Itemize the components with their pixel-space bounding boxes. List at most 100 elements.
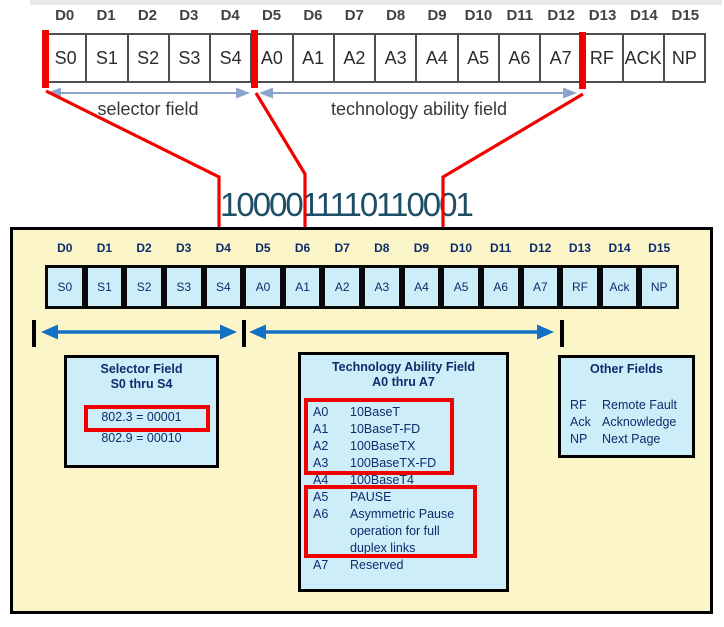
- selector-box-title: Selector Field: [100, 362, 183, 376]
- bit-desc: 100BaseTX-FD: [350, 456, 437, 470]
- register-cell: A1: [291, 33, 335, 83]
- register-cell: NP: [662, 33, 706, 83]
- register-cell: S4: [209, 33, 253, 83]
- register-cell: S1: [84, 265, 125, 309]
- bit-code: RF: [570, 398, 587, 412]
- other-row: NP Next Page: [570, 431, 692, 448]
- bit-label: D13: [568, 241, 591, 255]
- bit-label: D4: [215, 241, 231, 255]
- bit-label: D1: [96, 241, 113, 255]
- bit-code: A4: [313, 473, 329, 487]
- register-cell: A4: [401, 265, 442, 309]
- technology-field-double-arrow: [259, 87, 577, 99]
- bit-label: D5: [261, 7, 282, 24]
- bit-label: D7: [334, 241, 350, 255]
- highlight-rect-a5-a6: [304, 485, 477, 558]
- tech-row: A2 100BaseTX: [313, 438, 503, 455]
- register-cell: A6: [497, 33, 541, 83]
- top-bit-label-row: D0 D1 D2 D3 D4 D5 D6 D7 D8 D9 D10 D11 D1…: [44, 7, 706, 29]
- bit-label: D14: [630, 7, 658, 24]
- bit-desc: 10BaseT: [350, 405, 401, 419]
- bit-label: D13: [588, 7, 617, 24]
- register-cell: A3: [362, 265, 402, 309]
- bit-code: NP: [570, 432, 588, 446]
- register-cell: S0: [45, 265, 85, 309]
- bit-label: D6: [294, 241, 311, 255]
- bit-label: D6: [303, 7, 323, 24]
- register-cell: A7: [520, 265, 561, 309]
- bit-code: A7: [313, 558, 329, 572]
- register-cell: A0: [243, 265, 283, 309]
- bit-desc: Remote Fault: [602, 398, 678, 412]
- register-cell: RF: [580, 33, 624, 83]
- selector-value-8023: 802.3 = 00001: [101, 410, 182, 424]
- bit-label: D11: [490, 241, 512, 255]
- register-cell: S3: [167, 33, 211, 83]
- highlight-rect-a0-a3: [304, 398, 454, 475]
- bit-code: A1: [313, 422, 329, 436]
- bit-label: D9: [427, 7, 447, 24]
- bit-label: D4: [220, 7, 240, 24]
- binary-code-word: 1000011110110001: [220, 186, 474, 223]
- register-cell: A3: [374, 33, 418, 83]
- tech-row: A1 10BaseT-FD: [313, 421, 503, 438]
- tech-box-title: Technology Ability Field: [331, 360, 476, 374]
- register-cell: A4: [415, 33, 459, 83]
- tech-row: A0 10BaseT: [313, 404, 503, 421]
- bit-code: A2: [313, 439, 329, 453]
- selector-field-label: selector field: [97, 99, 199, 119]
- tech-row: A7 Reserved: [313, 557, 503, 574]
- selector-box-subtitle: S0 thru S4: [110, 377, 173, 391]
- technology-ability-field-label: technology ability field: [330, 99, 508, 119]
- register-cell: A2: [332, 33, 376, 83]
- other-fields-box: Other Fields RF Remote Fault Ack Acknowl…: [558, 355, 695, 458]
- bit-label: D1: [96, 7, 116, 24]
- selector-value-8029: 802.9 = 00010: [101, 431, 182, 445]
- other-row: RF Remote Fault: [570, 397, 692, 414]
- bit-label: D3: [176, 241, 192, 255]
- bit-code: A5: [313, 490, 329, 504]
- tech-row: A5 PAUSE: [313, 489, 503, 506]
- other-box-title: Other Fields: [590, 362, 663, 376]
- bit-label: D2: [136, 241, 152, 255]
- tech-row: A4 100BaseT4: [313, 472, 503, 489]
- bottom-register-row: S0 S1 S2 S3 S4 A0 A1 A2 A3 A4 A5 A6 A7 R…: [45, 265, 679, 309]
- bit-label: D12: [529, 241, 552, 255]
- selector-field-double-arrow: [47, 87, 250, 99]
- bit-label: D8: [374, 241, 390, 255]
- bit-label: D10: [464, 7, 493, 24]
- register-cell: S2: [126, 33, 170, 83]
- bit-label: D8: [386, 7, 406, 24]
- bit-label: D9: [413, 241, 430, 255]
- register-cell: RF: [560, 265, 600, 309]
- tech-ability-list: A0 10BaseT A1 10BaseT-FD A2 100BaseTX A3…: [313, 404, 503, 574]
- bit-desc: Asymmetric Pause operation for full dupl…: [350, 507, 455, 555]
- bit-label: D10: [450, 241, 473, 255]
- selector-field-box: Selector Field S0 thru S4 802.3 = 00001 …: [64, 355, 219, 468]
- top-register-row: S0 S1 S2 S3 S4 A0 A1 A2 A3 A4 A5 A6 A7 R…: [44, 33, 706, 83]
- bit-label: D5: [255, 241, 271, 255]
- bit-label: D12: [547, 7, 575, 24]
- register-cell: A0: [250, 33, 294, 83]
- register-cell: S3: [163, 265, 204, 309]
- register-cell: ACK: [621, 33, 665, 83]
- register-cell: S4: [203, 265, 244, 309]
- bit-desc: Acknowledge: [602, 415, 677, 429]
- bit-label: D7: [344, 7, 364, 24]
- register-cell: S1: [85, 33, 129, 83]
- register-cell: A6: [480, 265, 521, 309]
- bit-desc: PAUSE: [350, 490, 392, 504]
- bit-desc: 100BaseTX: [350, 439, 416, 453]
- bit-label: D2: [137, 7, 158, 24]
- bit-code: A3: [313, 456, 329, 470]
- register-cell: A5: [456, 33, 500, 83]
- bit-label: D11: [506, 7, 534, 24]
- bit-label: D14: [608, 241, 631, 255]
- bit-desc: 100BaseT4: [350, 473, 414, 487]
- bit-desc: Reserved: [350, 558, 404, 572]
- tech-box-subtitle: A0 thru A7: [372, 375, 435, 389]
- bit-code: Ack: [570, 415, 591, 429]
- bit-label: D0: [57, 241, 73, 255]
- register-cell: A7: [539, 33, 583, 83]
